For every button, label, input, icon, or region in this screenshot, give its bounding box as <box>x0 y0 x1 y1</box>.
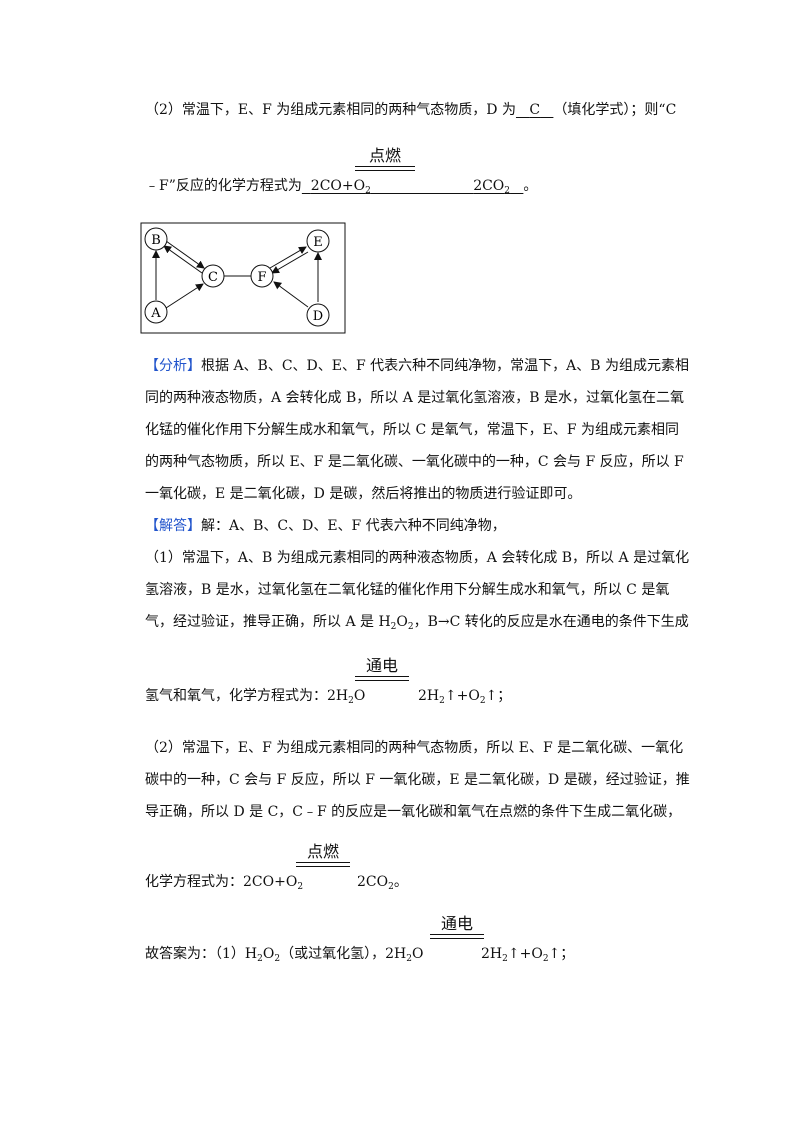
answer-p1-line-2: 氢溶液，B 是水，过氧化氢在二氧化锰的催化作用下分解生成水和氧气，所以 C 是氧 <box>145 582 670 598</box>
q2-line-1: （2）常温下，E、F 为组成元素相同的两种气态物质，D 为 C （填化学式）；则… <box>145 102 677 118</box>
answer-blank: C <box>529 102 541 118</box>
analysis-tag: 【分析】 <box>145 358 201 374</box>
svg-text:B: B <box>151 233 161 248</box>
q2-line-2: ﹣F”反应的化学方程式为 2CO+O2 2CO2 。 <box>145 178 538 196</box>
svg-text:A: A <box>150 306 161 321</box>
node-f: F <box>250 264 274 288</box>
arrow-d-f <box>273 281 309 308</box>
relationship-diagram: B C A F E D <box>140 222 346 334</box>
analysis-line-3: 化锰的催化作用下分解生成水和氧气，所以 C 是氧气，常温下，E、F 为组成元素相… <box>145 422 679 438</box>
answer-tag: 【解答】 <box>145 518 201 534</box>
answer-p2-line-1: （2）常温下，E、F 为组成元素相同的两种气态物质，所以 E、F 是二氧化碳、一… <box>145 740 684 756</box>
answer-line-1: 【解答】解：A、B、C、D、E、F 代表六种不同纯净物， <box>145 518 506 534</box>
node-e: E <box>306 229 330 253</box>
arrow-a-c <box>165 283 204 309</box>
arrow-b-c <box>165 240 205 269</box>
reaction-condition: 点燃 <box>296 842 350 867</box>
final-answer: 故答案为：（1）H2O2（或过氧化氢），2H2O <box>145 946 424 964</box>
arrow-e-f <box>271 251 309 274</box>
svg-text:D: D <box>313 309 323 324</box>
node-a: A <box>144 300 168 324</box>
reaction-condition: 点燃 <box>355 146 415 171</box>
equation-1: 氢气和氧气，化学方程式为：2H2O <box>145 688 366 706</box>
analysis-line-4: 的两种气态物质，所以 E、F 是二氧化碳、一氧化碳中的一种，C 会与 F 反应，… <box>145 454 684 470</box>
node-d: D <box>306 303 330 327</box>
node-b: B <box>144 227 168 251</box>
answer-p1-line-3: 气，经过验证，推导正确，所以 A 是 H2O2，B→C 转化的反应是水在通电的条… <box>145 614 689 632</box>
reaction-condition: 通电 <box>355 656 409 681</box>
svg-text:C: C <box>208 270 218 285</box>
equation-2: 化学方程式为：2CO+O2 <box>145 874 304 892</box>
equation-2-products: 2CO2。 <box>357 874 408 892</box>
answer-p2-line-3: 导正确，所以 D 是 C，C﹣F 的反应是一氧化碳和氧气在点燃的条件下生成二氧化… <box>145 804 682 820</box>
analysis-line-2: 同的两种液态物质，A 会转化成 B，所以 A 是过氧化氢溶液，B 是水，过氧化氢… <box>145 390 685 406</box>
analysis-line-5: 一氧化碳，E 是二氧化碳，D 是碳，然后将推出的物质进行验证即可。 <box>145 486 582 502</box>
arrow-f-e <box>269 246 307 269</box>
final-answer-products: 2H2↑+O2↑； <box>481 946 575 964</box>
equation-1-products: 2H2↑+O2↑； <box>418 688 512 706</box>
node-c: C <box>201 264 225 288</box>
arrow-c-b <box>163 245 203 274</box>
answer-p1-line-1: （1）常温下，A、B 为组成元素相同的两种液态物质，A 会转化成 B，所以 A … <box>145 550 690 566</box>
svg-text:E: E <box>313 235 323 250</box>
svg-text:F: F <box>257 270 266 285</box>
answer-p2-line-2: 碳中的一种，C 会与 F 反应，所以 F 一氧化碳，E 是二氧化碳，D 是碳，经… <box>145 772 690 788</box>
reaction-condition: 通电 <box>430 914 484 939</box>
analysis-line-1: 【分析】根据 A、B、C、D、E、F 代表六种不同纯净物，常温下，A、B 为组成… <box>145 358 690 374</box>
